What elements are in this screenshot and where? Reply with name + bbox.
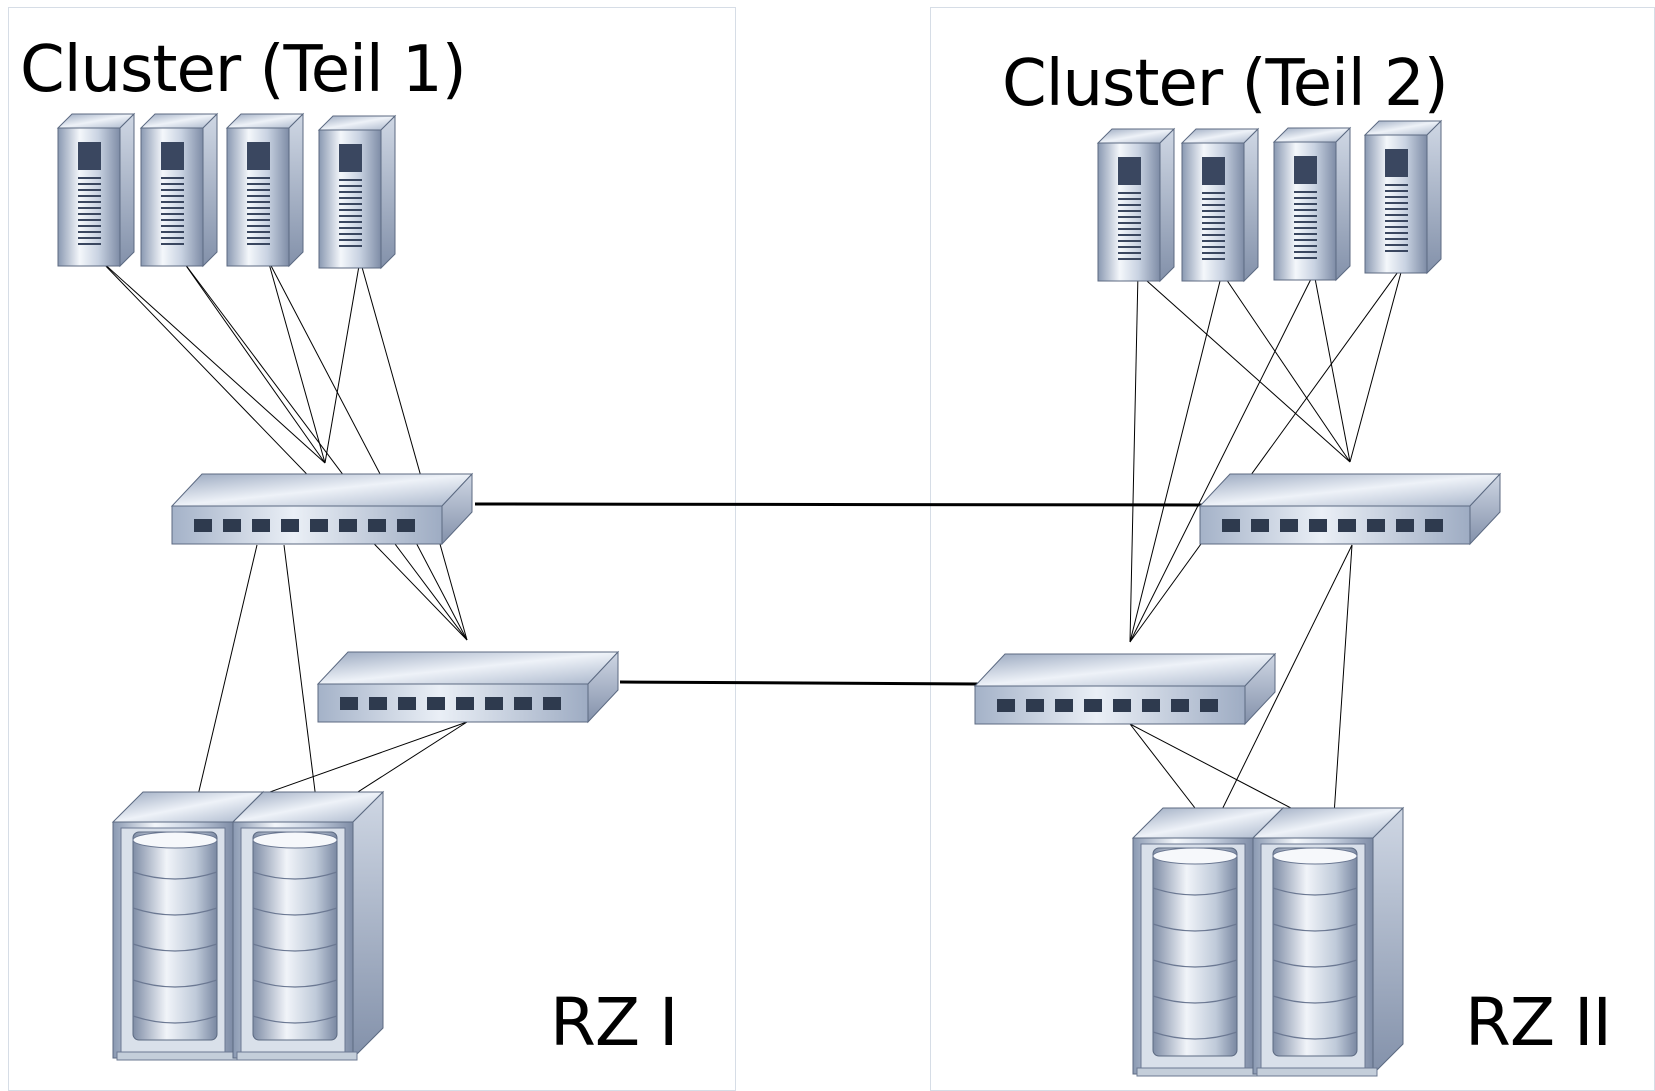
- server-tower-icon: [318, 115, 396, 269]
- network-switch-icon: [1199, 473, 1501, 545]
- server-tower-icon: [1364, 120, 1442, 274]
- server-tower-icon: [1181, 128, 1259, 282]
- cluster-title-left: Cluster (Teil 1): [20, 33, 467, 107]
- datacenter-label-left: RZ I: [550, 984, 679, 1061]
- server-tower-icon: [140, 113, 218, 267]
- inter-site-links: [474, 502, 1203, 686]
- links-right-site: [1129, 264, 1404, 831]
- network-switch-icon: [317, 651, 619, 723]
- server-tower-icon: [57, 113, 135, 267]
- network-switch-icon: [974, 653, 1276, 725]
- server-tower-icon: [1097, 128, 1175, 282]
- disk-storage-array-icon: [1252, 807, 1404, 1077]
- server-tower-icon: [1273, 127, 1351, 281]
- cluster-title-right: Cluster (Teil 2): [1002, 47, 1449, 121]
- datacenter-label-right: RZ II: [1465, 984, 1612, 1061]
- disk-storage-array-icon: [232, 791, 384, 1061]
- server-tower-icon: [226, 113, 304, 267]
- network-switch-icon: [171, 473, 473, 545]
